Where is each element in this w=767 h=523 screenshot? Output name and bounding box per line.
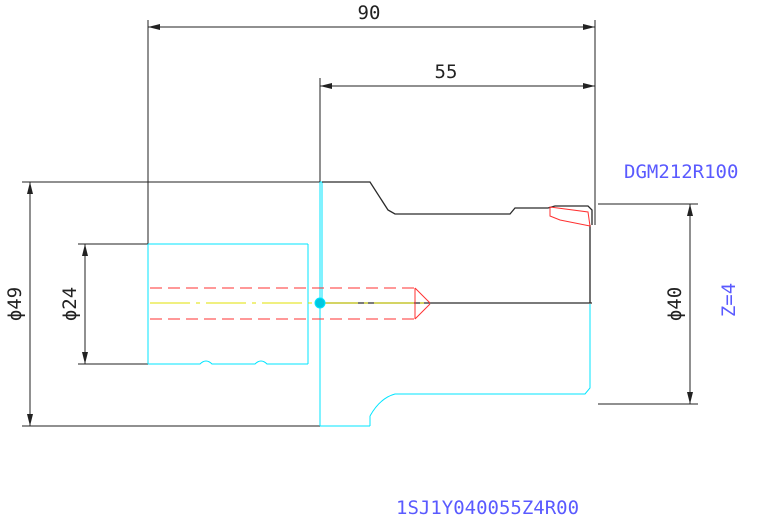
dimension-lines [22, 20, 698, 427]
dim-cutter-diameter: ϕ40 [664, 287, 686, 321]
dim-body-diameter: ϕ49 [4, 287, 26, 321]
dimension-arrows [27, 24, 693, 426]
part-code-label: DGM212R100 [624, 161, 738, 183]
center-point [314, 297, 326, 309]
drawing-number-label: 1SJ1Y040055Z4R00 [396, 497, 579, 519]
hidden-lines [150, 206, 591, 320]
part-profile [320, 181, 593, 304]
dim-bore-diameter: ϕ24 [59, 287, 81, 321]
teeth-count-label: Z=4 [718, 283, 740, 317]
dim-shank-length: 55 [435, 61, 458, 83]
part-outline [147, 181, 591, 427]
dim-overall-length: 90 [358, 2, 381, 24]
